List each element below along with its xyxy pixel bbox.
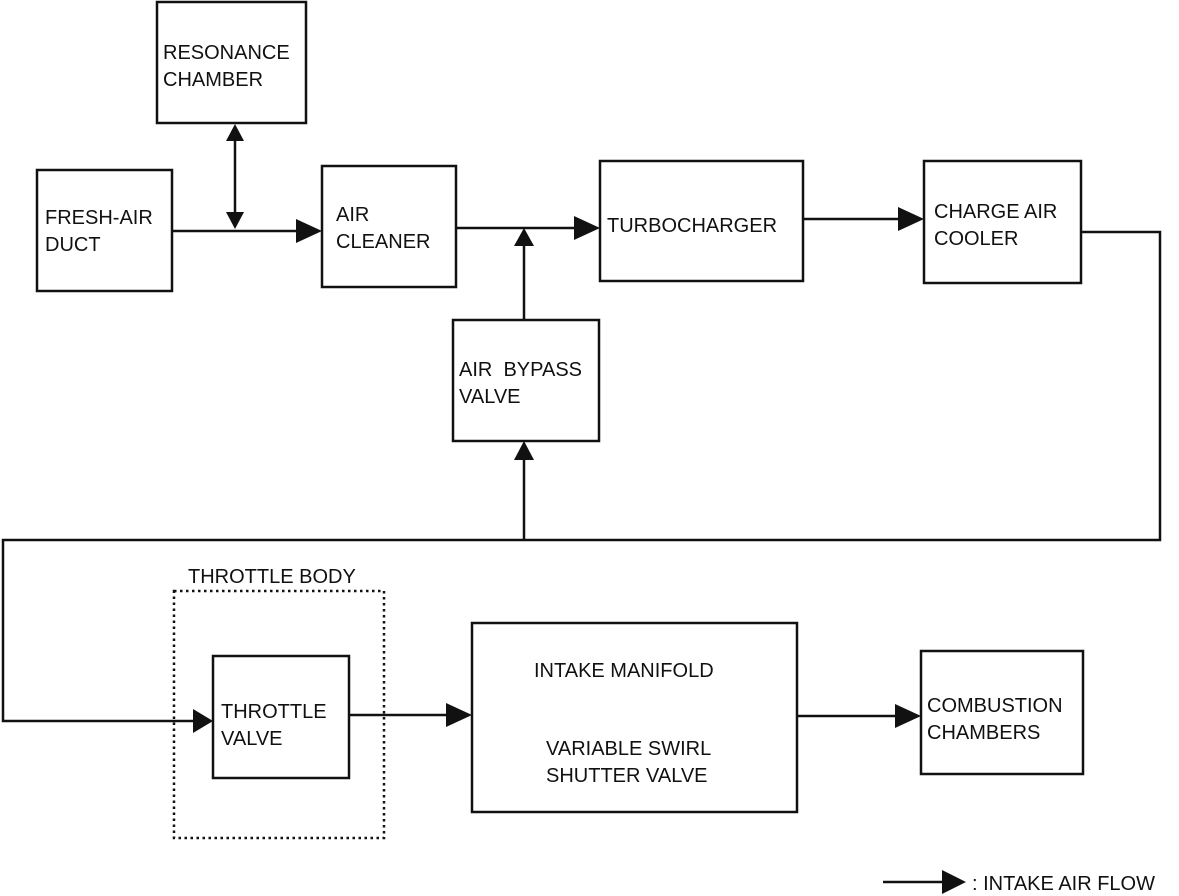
resonance-chamber-label-line2: CHAMBER bbox=[163, 69, 263, 91]
arrowhead-into-air-cleaner bbox=[296, 219, 322, 243]
arrowhead-down-junction bbox=[226, 212, 244, 229]
intake-manifold-box: INTAKE MANIFOLD VARIABLE SWIRL SHUTTER V… bbox=[470, 621, 799, 814]
arrowhead-bypass-to-junction bbox=[514, 228, 534, 246]
arrowhead-into-charge-air-cooler bbox=[898, 207, 924, 231]
resonance-chamber-label-line1: RESONANCE bbox=[163, 42, 290, 64]
fresh-air-duct-label-line2: DUCT bbox=[45, 234, 101, 256]
arrowhead-into-throttle-valve bbox=[193, 709, 213, 733]
arrowhead-up-resonance bbox=[226, 124, 244, 141]
throttle-body-group: THROTTLE BODY bbox=[172, 566, 386, 840]
air-bypass-valve-label-line1: AIR BYPASS bbox=[459, 359, 582, 381]
flow-line-cooler-to-throttle bbox=[1, 230, 1162, 723]
arrowhead-into-air-bypass-valve bbox=[514, 441, 534, 460]
air-bypass-valve-box: AIR BYPASS VALVE bbox=[451, 318, 601, 443]
variable-swirl-shutter-valve-label-line1: VARIABLE SWIRL bbox=[546, 738, 711, 760]
legend-label: : INTAKE AIR FLOW bbox=[972, 873, 1155, 895]
turbocharger-label: TURBOCHARGER bbox=[607, 215, 777, 237]
resonance-chamber-box: RESONANCE CHAMBER bbox=[155, 0, 308, 125]
charge-air-cooler-label-line1: CHARGE AIR bbox=[934, 201, 1057, 223]
arrow-icon bbox=[942, 870, 966, 894]
charge-air-cooler-label-line2: COOLER bbox=[934, 228, 1018, 250]
combustion-chambers-label-line1: COMBUSTION bbox=[927, 695, 1063, 717]
arrowhead-into-turbocharger bbox=[574, 216, 600, 240]
arrowhead-into-combustion-chambers bbox=[895, 704, 921, 728]
charge-air-cooler-box: CHARGE AIR COOLER bbox=[922, 159, 1083, 285]
legend: : INTAKE AIR FLOW bbox=[883, 870, 1155, 895]
arrowhead-into-intake-manifold bbox=[446, 703, 472, 727]
intake-manifold-label: INTAKE MANIFOLD bbox=[534, 660, 714, 682]
throttle-body-label: THROTTLE BODY bbox=[188, 566, 356, 588]
combustion-chambers-box: COMBUSTION CHAMBERS bbox=[919, 649, 1085, 776]
combustion-chambers-label-line2: CHAMBERS bbox=[927, 722, 1040, 744]
air-cleaner-label-line1: AIR bbox=[336, 204, 369, 226]
turbocharger-box: TURBOCHARGER bbox=[598, 159, 805, 283]
fresh-air-duct-box: FRESH-AIR DUCT bbox=[35, 168, 174, 293]
air-bypass-valve-label-line2: VALVE bbox=[459, 386, 521, 408]
variable-swirl-shutter-valve-label-line2: SHUTTER VALVE bbox=[546, 765, 708, 787]
air-cleaner-label-line2: CLEANER bbox=[336, 231, 430, 253]
fresh-air-duct-label-line1: FRESH-AIR bbox=[45, 207, 153, 229]
throttle-valve-label-line1: THROTTLE bbox=[221, 701, 327, 723]
air-cleaner-box: AIR CLEANER bbox=[320, 164, 458, 289]
throttle-valve-label-line2: VALVE bbox=[221, 728, 283, 750]
throttle-valve-box: THROTTLE VALVE bbox=[211, 654, 351, 780]
